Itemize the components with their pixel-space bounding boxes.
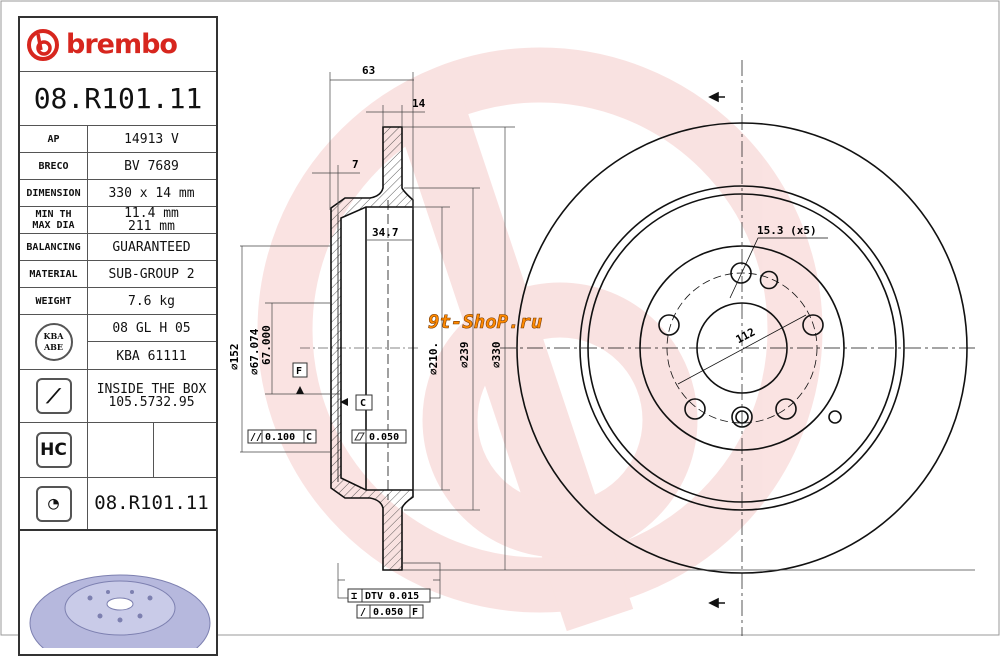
svg-text:0.050: 0.050 <box>373 607 403 618</box>
datum-c: C <box>340 394 373 411</box>
spec-value: GUARANTEED <box>112 239 191 255</box>
disc-wear-icon: ◔ <box>35 485 72 522</box>
svg-text:9t-ShoP.ru: 9t-ShoP.ru <box>428 311 542 333</box>
bolt-hole-label: 15.3 (x5) <box>757 224 817 237</box>
dim-14: 14 <box>412 97 426 110</box>
svg-text:DTV 0.015: DTV 0.015 <box>365 591 419 602</box>
kba-code: 08 GL H 05 <box>87 315 216 342</box>
spec-label: AP <box>20 126 88 152</box>
runout-tolerance: / 0.050 F <box>356 604 424 619</box>
spec-label: BRECO <box>20 153 88 179</box>
brembo-watermark <box>257 47 823 632</box>
spec-row: AP 14913 V <box>20 126 216 153</box>
dia-210: ⌀210. <box>427 342 440 375</box>
sheet-border <box>0 0 1000 636</box>
spec-value: 14913 V <box>124 131 179 147</box>
svg-text:⌶: ⌶ <box>351 591 357 602</box>
disc-front-view <box>500 60 975 636</box>
spec-label: MATERIAL <box>20 261 88 287</box>
flatness-tolerance: 0.050 <box>351 429 407 444</box>
screw-row: ⟋ INSIDE THE BOX 105.5732.95 <box>20 370 216 423</box>
kba-number: KBA 61111 <box>116 348 187 364</box>
bolt-holes <box>658 262 842 428</box>
svg-text:F: F <box>412 607 418 618</box>
dim-7: 7 <box>352 158 359 171</box>
shop-watermark: 9t-ShoP.ru <box>428 311 543 334</box>
screw-part-number: 105.5732.95 <box>108 395 195 410</box>
part-number: 08.R101.11 <box>20 72 216 126</box>
spec-row: DIMENSION 330 x 14 mm <box>20 180 216 207</box>
spec-value: 330 x 14 mm <box>108 185 195 201</box>
svg-text:F: F <box>296 366 302 377</box>
parallelism-tolerance: // 0.100 C <box>247 429 317 444</box>
footer-part-number: 08.R101.11 <box>94 492 209 514</box>
spec-row: BALANCING GUARANTEED <box>20 234 216 261</box>
spec-label: DIMENSION <box>20 180 88 206</box>
svg-text://: // <box>250 432 262 443</box>
dim-63: 63 <box>362 64 375 77</box>
svg-text:C: C <box>360 398 366 409</box>
spec-value: 7.6 kg <box>128 293 175 309</box>
svg-text:0.050: 0.050 <box>369 432 399 443</box>
dia-330: ⌀330 <box>490 342 503 369</box>
brembo-logo-icon <box>27 28 59 61</box>
screw-icon: ⟋ <box>35 378 72 414</box>
hc-row: HC <box>20 423 216 478</box>
spec-row: MATERIAL SUB-GROUP 2 <box>20 261 216 288</box>
hc-badge-icon: HC <box>35 432 72 468</box>
dtv-tolerance: ⌶ DTV 0.015 <box>347 588 431 603</box>
dia-67-074: ⌀67.074 <box>248 328 261 375</box>
dia-67-000: 67.000 <box>260 325 273 365</box>
spec-label: MIN TH MAX DIA <box>20 207 88 233</box>
dim-34-7: 34.7 <box>372 226 399 239</box>
dia-239: ⌀239 <box>458 342 471 369</box>
spec-label: BALANCING <box>20 234 88 260</box>
datum-f: F <box>292 362 308 394</box>
spec-value: SUB-GROUP 2 <box>108 266 195 282</box>
brand-logo: brembo <box>20 18 216 72</box>
spec-label: WEIGHT <box>20 288 88 314</box>
technical-drawing: 15.3 (x5) 112 63 14 7 34.7 ⌀152 ⌀67.074 … <box>0 0 1000 636</box>
dia-152: ⌀152 <box>228 344 241 371</box>
spec-row: WEIGHT 7.6 kg <box>20 288 216 315</box>
spec-value: 11.4 mm 211 mm <box>124 206 179 234</box>
spec-value: BV 7689 <box>124 158 179 174</box>
disc-row: ◔ 08.R101.11 <box>20 478 216 531</box>
dimension-lines <box>240 72 975 599</box>
svg-text:/: / <box>360 607 366 618</box>
svg-text:C: C <box>306 432 312 443</box>
svg-text:0.100: 0.100 <box>265 432 295 443</box>
disc-product-image <box>29 574 211 648</box>
spec-row: MIN TH MAX DIA 11.4 mm 211 mm <box>20 207 216 234</box>
brand-name: brembo <box>66 29 178 60</box>
screw-note: INSIDE THE BOX <box>96 382 207 397</box>
spec-row: BRECO BV 7689 <box>20 153 216 180</box>
